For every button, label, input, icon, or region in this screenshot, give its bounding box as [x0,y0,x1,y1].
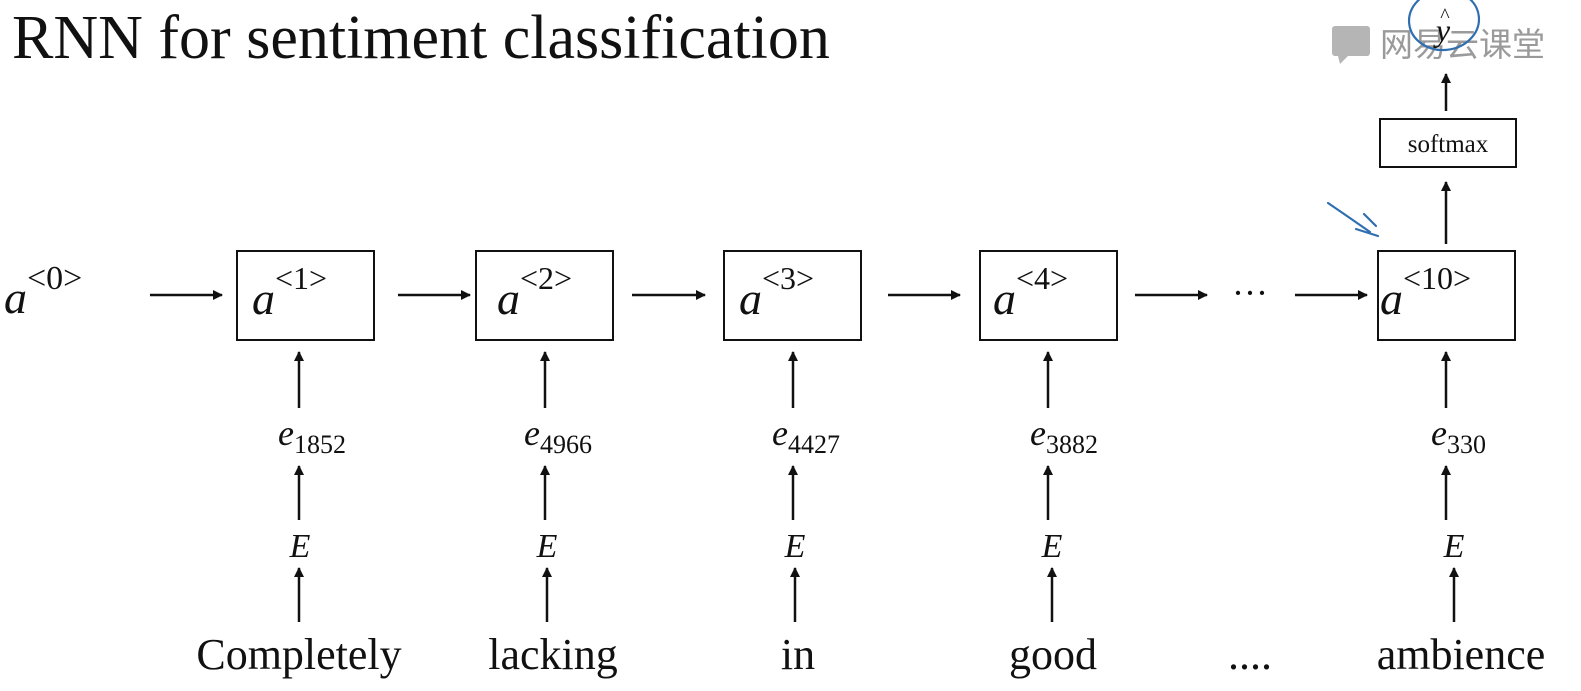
softmax-label: softmax [1408,131,1489,158]
matrix-label-4: E [1041,528,1063,565]
word-ellipsis: .... [1228,630,1272,679]
cell-label: a<3> [739,260,814,324]
rnn-cell-10: a<10> [1377,250,1516,341]
output-hat: ^ [1440,5,1450,27]
embedding-label-4: e3882 [1030,413,1098,459]
watermark-icon [1332,26,1370,56]
matrix-label-1: E [289,528,311,565]
cell-box [723,250,862,341]
embedding-label-1: e1852 [278,413,346,459]
cell-label: a<2> [497,260,572,324]
word-label-10: ambience [1377,630,1546,679]
word-label-4: good [1009,630,1097,679]
cell-box [475,250,614,341]
word-label-1: Completely [196,630,401,679]
cell-box [236,250,375,341]
initial-activation-label: a<0> [4,260,82,323]
embedding-label-10: e330 [1431,413,1486,459]
annotation-arrow-mark [1326,201,1380,238]
output-y-label: y [1433,12,1451,48]
cell-label: a<1> [252,260,327,324]
cell-box [979,250,1118,341]
softmax-box [1379,118,1517,168]
matrix-label-10: E [1443,528,1465,565]
embedding-label-2: e4966 [524,413,592,459]
rnn-cell-3: a<3> [723,250,862,341]
rnn-cell-2: a<2> [475,250,614,341]
cell-box [1377,250,1516,341]
middle-ellipsis: ··· [1232,273,1268,313]
cell-label: a<4> [993,260,1068,324]
cell-label: a<10> [1380,260,1471,324]
matrix-label-3: E [784,528,806,565]
word-label-3: in [781,630,815,679]
embedding-label-3: e4427 [772,413,840,459]
rnn-cell-1: a<1> [236,250,375,341]
rnn-cell-4: a<4> [979,250,1118,341]
page-title: RNN for sentiment classification [12,4,830,72]
matrix-label-2: E [536,528,558,565]
word-label-2: lacking [488,630,618,679]
watermark-icon-tail [1338,56,1348,64]
annotation-circle [1407,0,1481,52]
